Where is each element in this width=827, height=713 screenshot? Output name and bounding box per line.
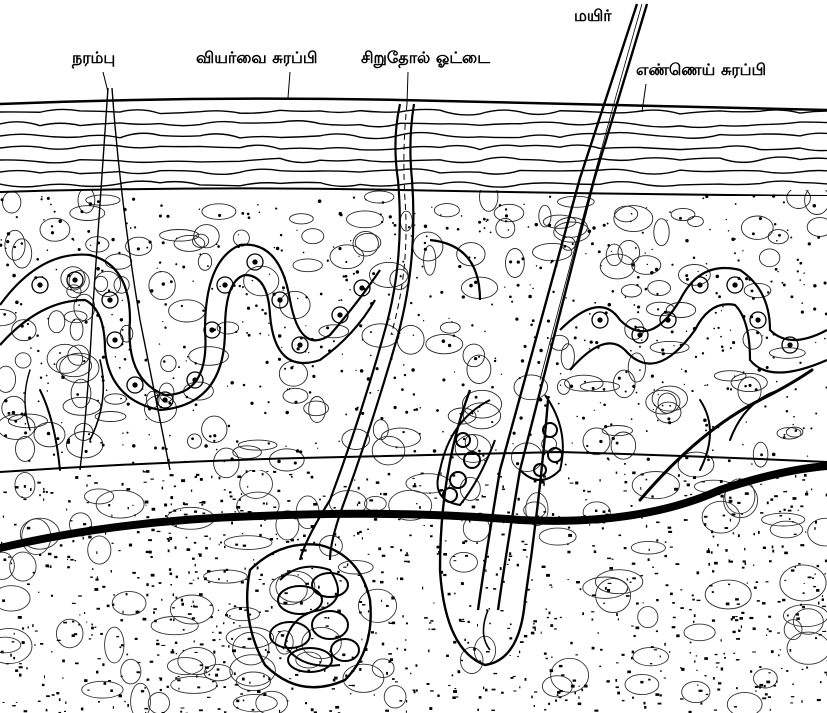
label-sweat-gland: வியர்வை சுரப்பி (196, 48, 318, 69)
subcutaneous-layer (0, 470, 827, 713)
papillae-band (0, 240, 827, 410)
sweat-gland (247, 104, 414, 687)
label-hair: மயிர் (574, 6, 612, 27)
label-nerve: நரம்பு (72, 48, 115, 69)
label-skin-pore: சிறுதோல் ஓட்டை (361, 48, 490, 69)
leader-lines (103, 72, 646, 112)
label-oil-gland: எண்ணெய் சுரப்பி (636, 60, 766, 81)
